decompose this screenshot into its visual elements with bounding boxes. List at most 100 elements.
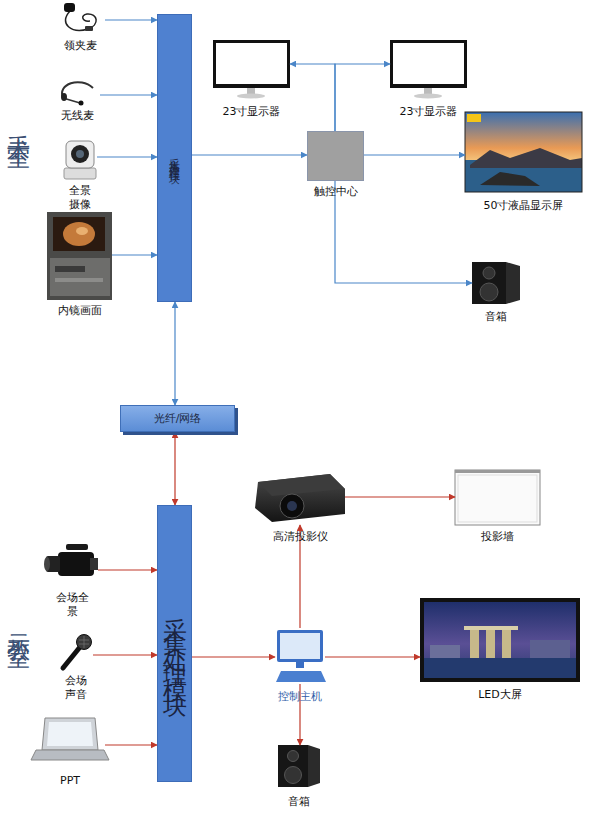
connector (97, 156, 157, 157)
lapel-mic-icon (64, 3, 96, 31)
connector (290, 64, 335, 131)
laptop-icon (31, 718, 109, 760)
device-node: 领夹麦 (55, 3, 105, 35)
device-label: 23寸显示器 (223, 105, 281, 119)
mic-cable (65, 11, 96, 30)
device-label: 50寸液晶显示屏 (484, 199, 564, 213)
screen-surface (455, 470, 540, 525)
mic-head (64, 3, 75, 12)
device-label: 全景摄像 (66, 184, 94, 212)
screen-frame (465, 112, 582, 192)
projector-lens (280, 494, 304, 518)
device-label: 会场声音 (64, 674, 88, 702)
monitor-base (237, 94, 265, 99)
device-label: 无线麦 (61, 109, 94, 123)
connector (98, 569, 157, 570)
speaker-tweeter (288, 751, 299, 762)
speaker-woofer (480, 283, 498, 301)
monitor-screen (216, 43, 287, 84)
earpiece (61, 93, 67, 101)
led-tower (486, 630, 495, 658)
led-building (530, 640, 570, 658)
endoscope-view (63, 222, 95, 246)
endoscope-screen (53, 217, 105, 251)
camcorder-viewfinder (90, 558, 98, 570)
laptop-lid (42, 718, 98, 750)
speaker-front (472, 262, 506, 304)
camera-lens (71, 145, 89, 163)
node-text: 采集处理模块 (163, 599, 187, 689)
connector (335, 64, 390, 131)
module-band: 采集处理模块 (157, 14, 192, 302)
mic-tip (79, 101, 84, 106)
device-label: 23寸显示器 (400, 105, 458, 119)
screen-border (458, 475, 537, 522)
led-sky (424, 602, 576, 678)
screen-top-bar (455, 470, 540, 473)
connector (105, 744, 157, 745)
computer-screen (280, 633, 320, 659)
device-node: 高清投影仪 (255, 470, 345, 525)
projector-icon (255, 474, 345, 522)
screen-sky (465, 112, 582, 192)
device-label: 音箱 (288, 795, 310, 809)
laptop-screen (47, 722, 93, 746)
device-label: 内镜画面 (58, 304, 102, 318)
device-label: 领夹麦 (64, 39, 97, 53)
endoscope-photo (47, 212, 112, 300)
computer-icon (276, 630, 326, 682)
speaker-woofer (285, 767, 302, 784)
device-label: 触控中心 (314, 185, 358, 199)
projector-lens-glass (287, 501, 297, 511)
screen-coast (470, 148, 582, 168)
led-water (424, 658, 576, 678)
projection-screen-icon (455, 470, 540, 525)
device-label: 会场全景 (54, 591, 90, 619)
camera-lens-glass (76, 150, 84, 158)
speaker-front (278, 745, 308, 787)
mic-mesh (79, 636, 89, 648)
speaker-side (472, 262, 520, 304)
led-skypark (464, 626, 518, 630)
connector (174, 302, 175, 405)
camcorder-lens (44, 557, 50, 571)
device-label: 高清投影仪 (273, 530, 328, 544)
led-tower (470, 630, 479, 658)
connector (100, 94, 157, 95)
connector (325, 656, 420, 657)
device-node: 会场声音 (58, 635, 93, 670)
device-node: 会场全景 (46, 540, 98, 585)
camcorder-handle (66, 544, 88, 550)
led-building (430, 645, 460, 658)
device-node: LED大屏 (420, 598, 580, 682)
device-node: 23寸显示器 (213, 40, 290, 100)
camera-body (66, 141, 94, 168)
node-text: 采集处理模块 (169, 149, 180, 167)
headset-mic-icon (61, 82, 93, 105)
device-node: 23寸显示器 (390, 40, 467, 100)
ptz-camera-icon (64, 141, 96, 179)
device-node: 音箱 (278, 745, 320, 787)
monitor-neck (247, 88, 255, 94)
camcorder-icon (44, 544, 98, 576)
projector-body (255, 474, 345, 522)
screen-rocks (480, 172, 540, 186)
screen-badge (467, 114, 481, 122)
monitor-base (414, 94, 442, 99)
connector (105, 19, 157, 20)
laptop-base (31, 750, 109, 760)
speaker-icon (278, 745, 320, 787)
device-label: LED大屏 (478, 688, 522, 702)
connector (192, 656, 275, 657)
monitor-screen (393, 43, 464, 84)
device-node: 控制主机 (275, 628, 325, 684)
speaker-icon (472, 262, 520, 304)
speaker-tweeter (483, 267, 495, 279)
endoscope-highlight (76, 227, 88, 235)
connector (93, 654, 157, 655)
device-label: 控制主机 (278, 690, 322, 704)
connector (345, 496, 455, 497)
handheld-mic-icon (63, 635, 92, 669)
device-node: 内镜画面 (47, 212, 112, 300)
